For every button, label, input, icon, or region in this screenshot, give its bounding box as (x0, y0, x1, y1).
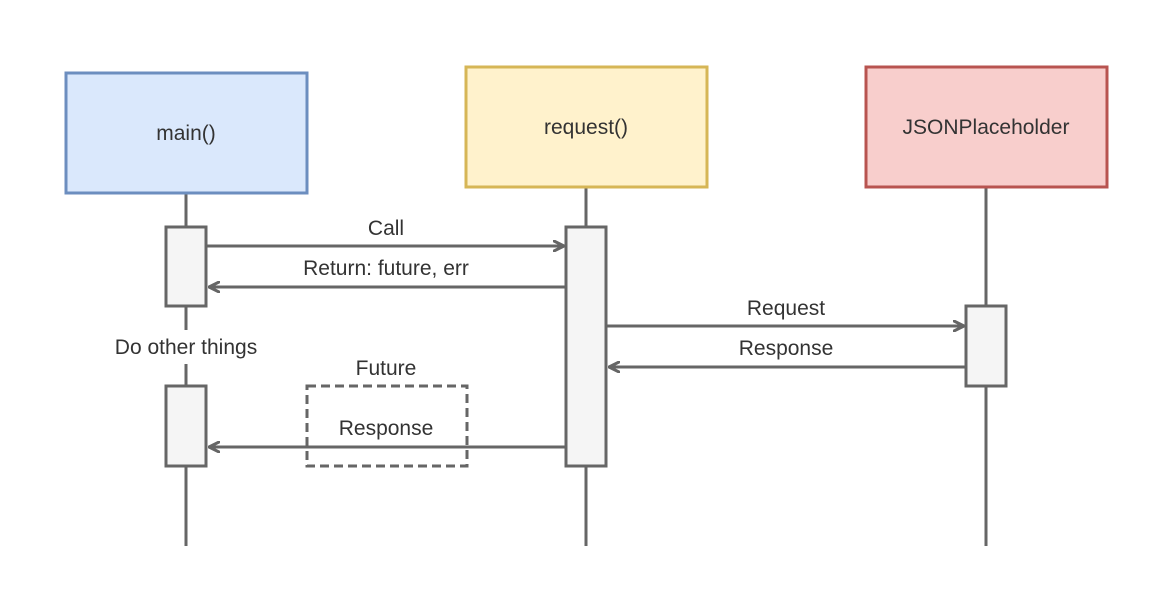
activation-request (564, 225, 608, 468)
participant-main-box (64, 71, 309, 195)
participant-jsonplaceholder-box (864, 65, 1109, 189)
participant-jsonplaceholder-label: JSONPlaceholder (903, 116, 1070, 139)
messages (207, 246, 965, 447)
participant-jsonplaceholder: JSONPlaceholder (864, 65, 1109, 189)
message-future-response-label: Response (339, 417, 434, 440)
do-other-things-label: Do other things (115, 336, 257, 359)
message-response-label: Response (739, 337, 834, 360)
activation-main-1 (164, 225, 208, 308)
activations (164, 225, 1008, 468)
future-box (305, 384, 469, 468)
future-label: Future (356, 357, 417, 380)
participant-request-box (464, 65, 709, 189)
participant-main: main() (64, 71, 309, 195)
message-return-label: Return: future, err (303, 257, 469, 280)
participant-main-label: main() (156, 122, 216, 145)
do-other-things-background (96, 330, 276, 364)
activation-main-2 (164, 384, 208, 468)
message-request-label: Request (747, 297, 825, 320)
message-call-label: Call (368, 217, 404, 240)
participant-request: request() (464, 65, 709, 189)
participant-request-label: request() (544, 116, 628, 139)
activation-jsonplaceholder (964, 304, 1008, 388)
